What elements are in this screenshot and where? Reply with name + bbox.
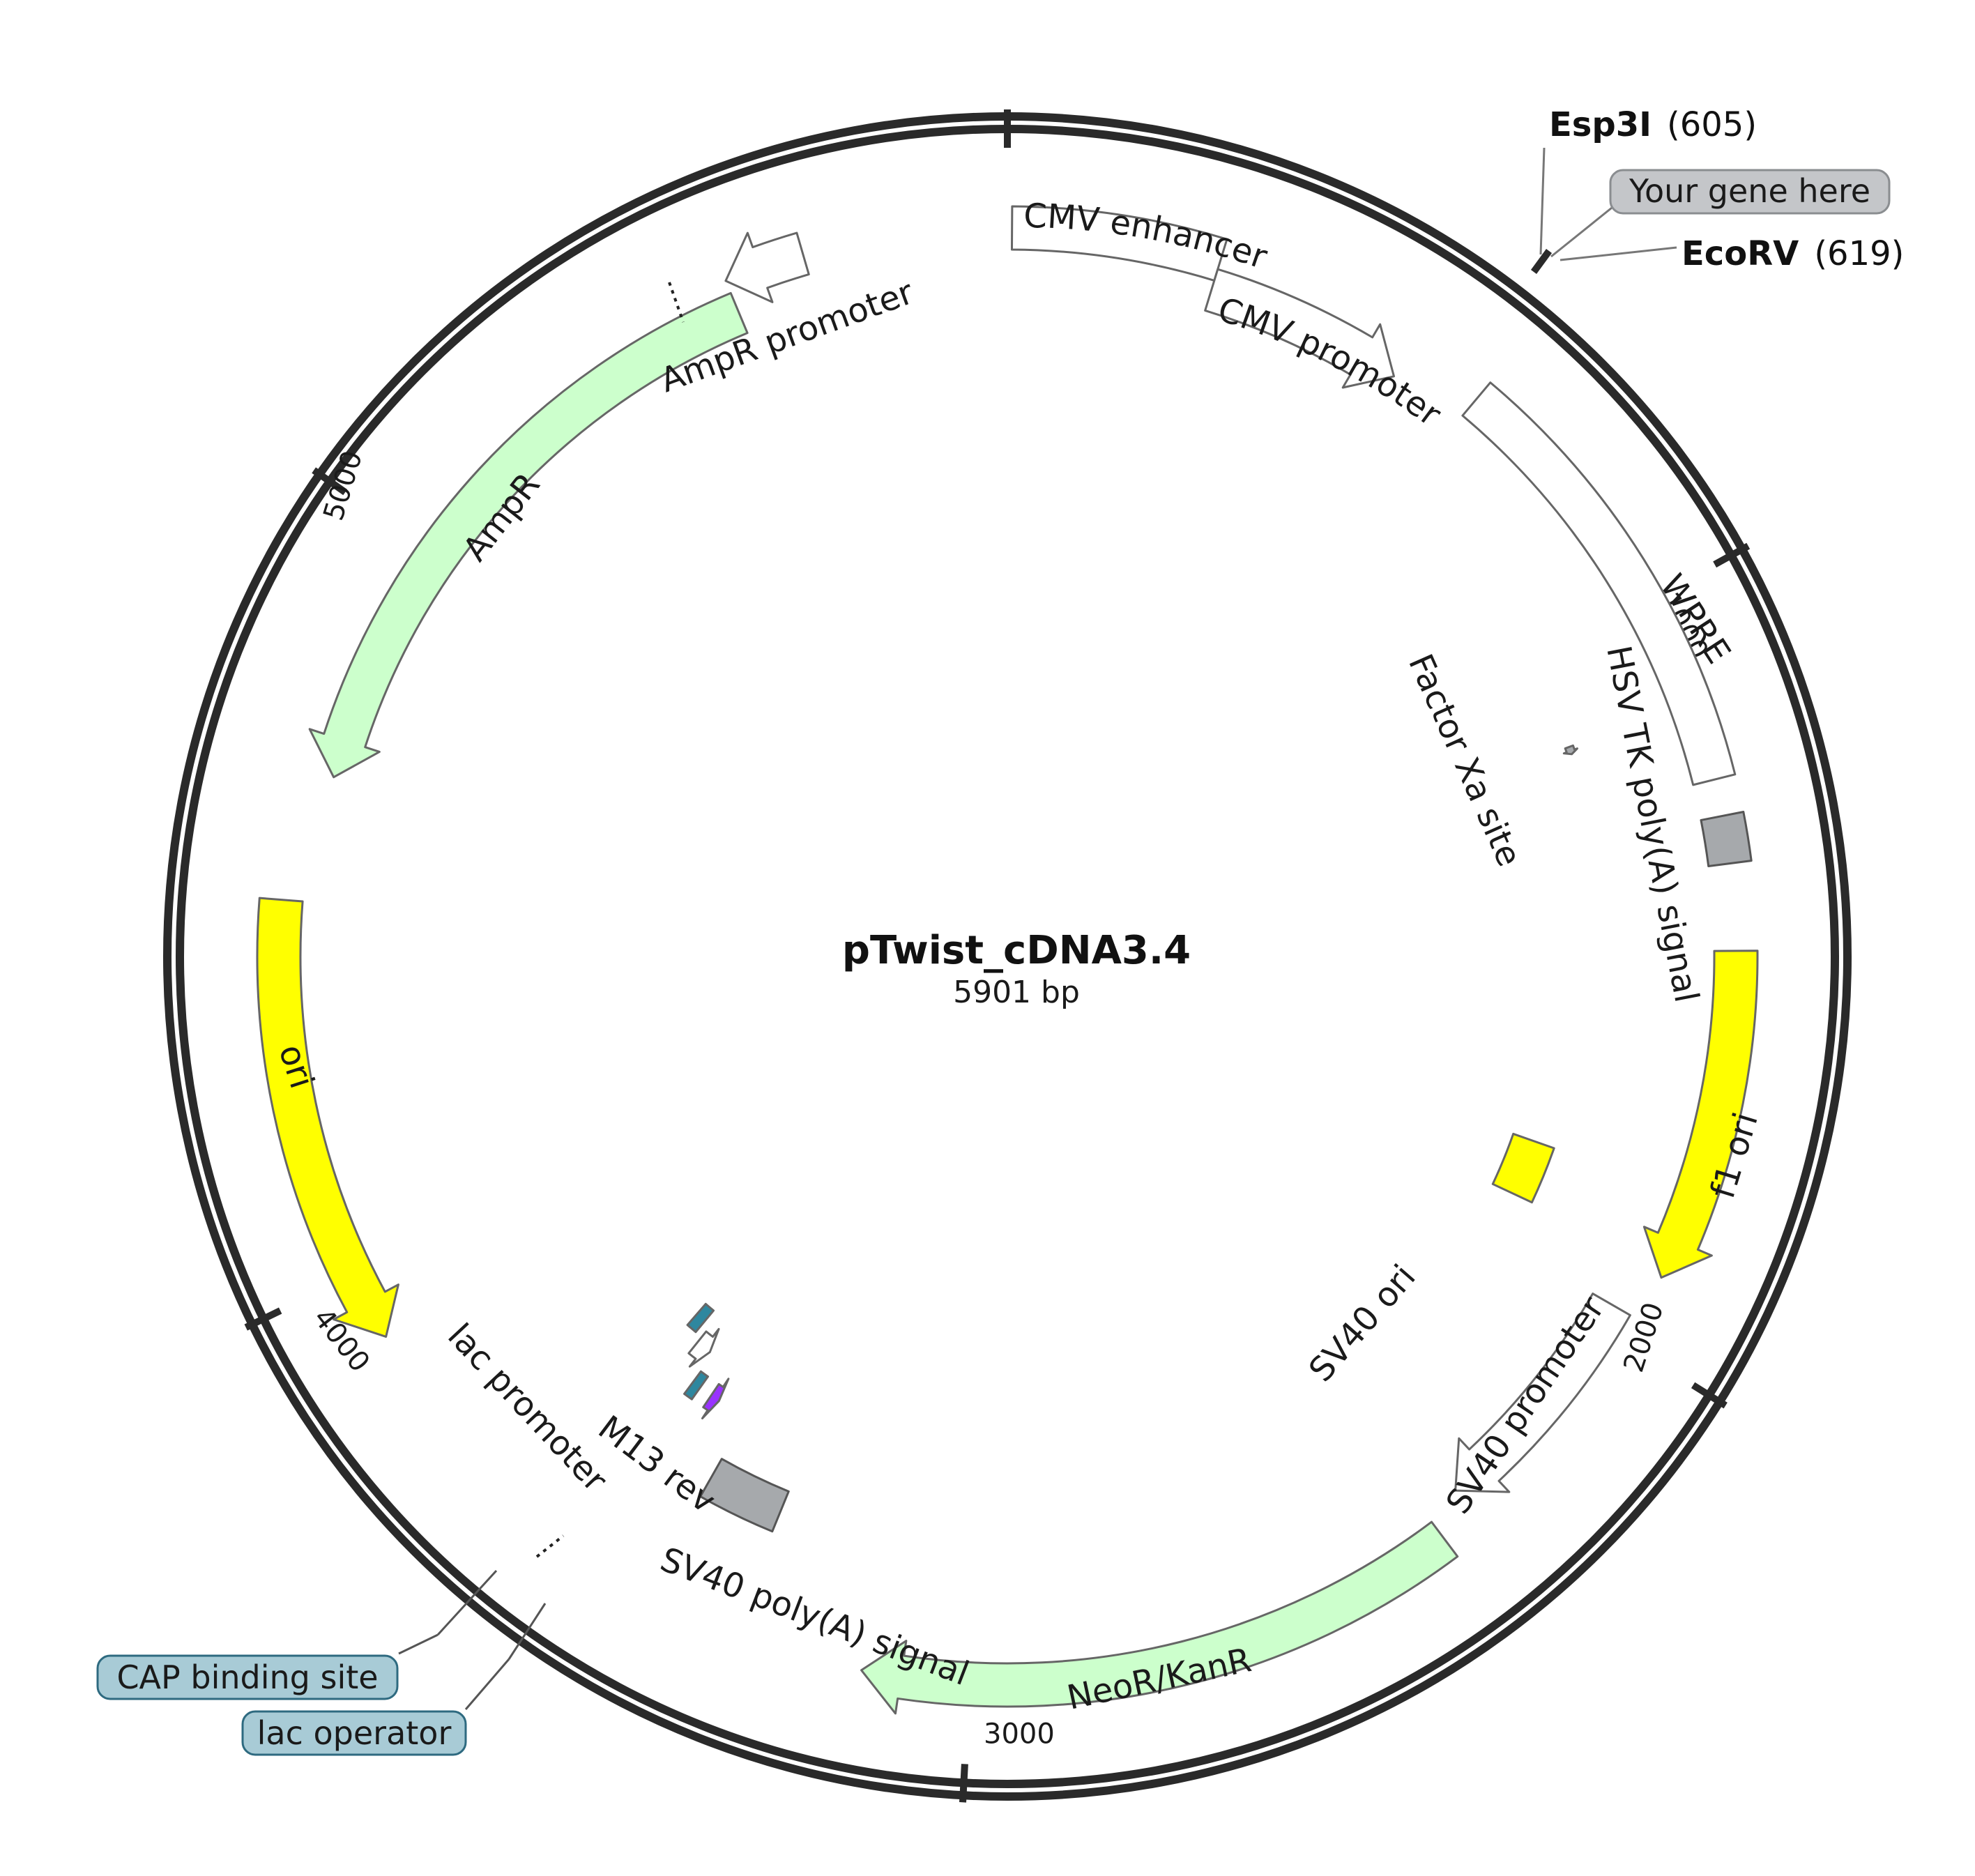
plasmid-title: pTwist_cDNA3.4 xyxy=(842,928,1191,973)
lac-promoter-dotted xyxy=(535,1534,565,1558)
feature-cap-binding[interactable] xyxy=(686,1302,715,1334)
feature-sv40-polya[interactable] xyxy=(699,1458,790,1533)
cap-binding-label: CAP binding site xyxy=(116,1658,378,1696)
feature-wpre[interactable] xyxy=(1461,381,1737,786)
label-sv40-promoter: SV40 promoter xyxy=(1439,1290,1612,1521)
label-lac-promoter: lac promoter xyxy=(440,1316,615,1500)
tick-4000 xyxy=(244,1307,282,1331)
ampr-dotted-divider xyxy=(668,282,685,323)
feature-sv40-ori[interactable] xyxy=(1491,1132,1555,1204)
callout-cap-binding: CAP binding site xyxy=(96,1569,498,1700)
cap-binding-label-box[interactable] xyxy=(96,1654,399,1700)
feature-f1-ori[interactable] xyxy=(1642,950,1759,1279)
tick-3000 xyxy=(959,1764,968,1803)
label-cmv-enhancer: CMV enhancer xyxy=(1023,197,1272,277)
label-m13-rev: M13 rev xyxy=(591,1408,723,1521)
tick-2000 xyxy=(1691,1382,1728,1409)
feature-sv40-promoter[interactable] xyxy=(1454,1292,1631,1493)
site-esp3i[interactable]: Esp3I(605) xyxy=(1549,105,1757,144)
insert-label-box[interactable] xyxy=(1609,169,1891,215)
tick-label-3000: 3000 xyxy=(984,1718,1055,1750)
label-factor-xa: Factor Xa site xyxy=(1401,648,1529,872)
label-cmv-promoter: CMV promoter xyxy=(1213,290,1448,434)
feature-m13-rev[interactable] xyxy=(701,1378,730,1420)
callout-lac-operator: lac operator xyxy=(241,1603,547,1756)
lac-operator-label: lac operator xyxy=(257,1714,452,1752)
plasmid-size: 5901 bp xyxy=(953,975,1080,1010)
feature-cmv-promoter[interactable] xyxy=(1204,268,1395,389)
tick-label-2000: 2000 xyxy=(1617,1299,1670,1376)
feature-hsv-tk-polya[interactable] xyxy=(1700,811,1753,868)
site-ecorv[interactable]: EcoRV(619) xyxy=(1682,234,1904,273)
feature-neor-kanr[interactable] xyxy=(860,1520,1459,1715)
insert-label: Your gene here xyxy=(1629,172,1870,210)
feature-ampr-promoter[interactable] xyxy=(724,231,810,303)
feature-lac-promoter[interactable] xyxy=(687,1327,720,1368)
lac-operator-label-box[interactable] xyxy=(241,1710,467,1756)
feature-ampr[interactable] xyxy=(308,291,749,779)
feature-factor-xa[interactable] xyxy=(1562,744,1578,756)
label-sv40-ori: SV40 ori xyxy=(1302,1258,1424,1389)
feature-ori[interactable] xyxy=(256,897,399,1338)
label-sv40-polya: SV40 poly(A) signal xyxy=(655,1540,975,1693)
tick-5000 xyxy=(312,467,348,496)
feature-lac-operator[interactable] xyxy=(683,1370,710,1401)
site-callouts: Esp3I(605) Your gene here EcoRV(619) xyxy=(1530,105,1904,274)
tick-1000 xyxy=(1713,542,1751,568)
